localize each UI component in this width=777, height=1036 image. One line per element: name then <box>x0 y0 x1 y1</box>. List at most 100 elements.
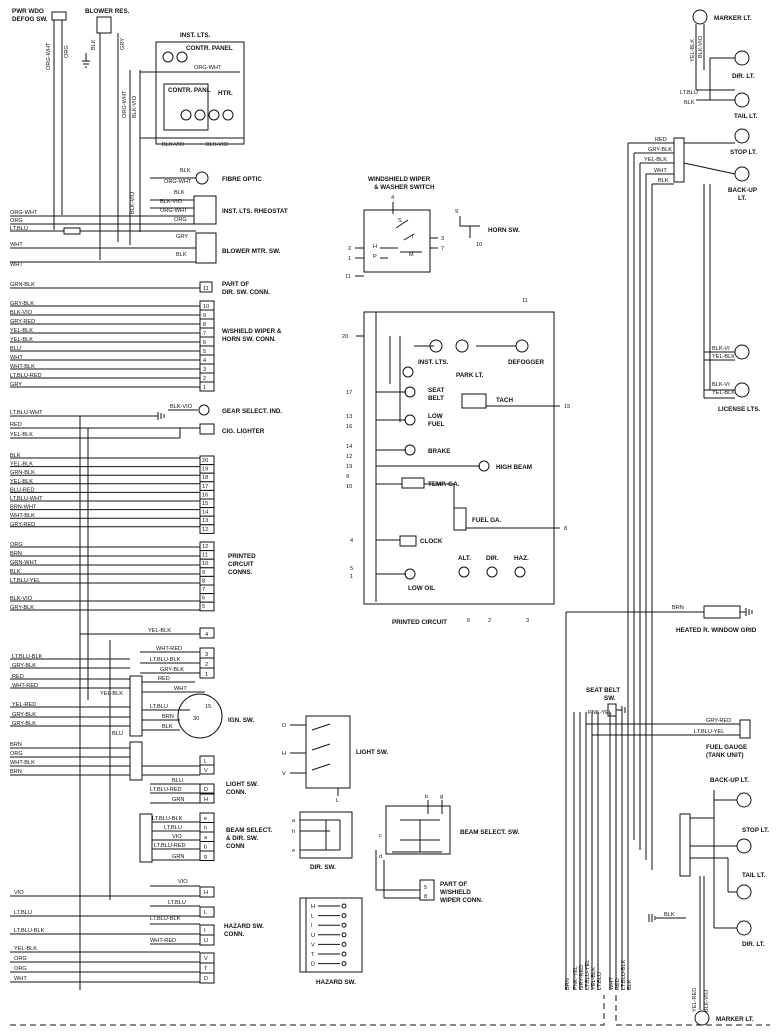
wiper-conn-label-2: W/SHIELD <box>440 889 471 896</box>
wire-label: BLK-VI <box>712 346 730 352</box>
pin-letter: L <box>311 914 314 920</box>
bulb-icon <box>194 109 206 121</box>
wire-label: BLK <box>91 39 97 50</box>
license-lt-bulb-icon <box>734 344 750 360</box>
inst-lts-pc-label: INST. LTS. <box>418 359 449 366</box>
wire-label: WHT-RED <box>156 646 182 652</box>
blower-res-label: BLOWER RES. <box>85 8 130 15</box>
pin-letter: H <box>204 797 208 803</box>
wire-label: LT.BLU-RED <box>154 843 186 849</box>
wire-label: LT.BLU-BLK <box>150 916 181 922</box>
wire-label: LT.BLU-BLK <box>12 654 43 660</box>
beam-select-sw-label: BEAM SELECT. SW. <box>460 829 520 836</box>
connector-top <box>673 137 685 183</box>
printed-circuit-section: 11 20 INST. LTS. DEFOGGER PARK LT. 17 SE… <box>342 298 570 626</box>
brake-bulb-icon <box>404 444 416 456</box>
cig-lighter-symbol <box>199 423 215 435</box>
dir-sw-conn-pin <box>199 281 213 293</box>
light-sw-box <box>305 715 351 789</box>
pin-label: D <box>282 723 286 729</box>
light-sw-label: LIGHT SW. <box>356 749 388 756</box>
svg-text:15: 15 <box>205 704 211 710</box>
wire-label: YEL-BLK <box>690 39 696 62</box>
svg-text:3: 3 <box>205 652 208 658</box>
wire-label: BRN <box>672 605 684 611</box>
connector-pin <box>199 924 215 936</box>
wire-label: LT.BLU-YEL <box>585 960 591 990</box>
wire-label: VIO <box>178 879 188 885</box>
wire-label: WHT-RED <box>150 938 176 944</box>
wire-label: BLK <box>180 168 191 174</box>
fuel-ga-symbol <box>453 507 467 531</box>
wire-label: BLK <box>664 912 675 918</box>
connector-pin <box>199 934 215 946</box>
wire-label: LT.BLU-RED <box>150 787 182 793</box>
pin-letter: V <box>311 942 315 948</box>
pin-letter: V <box>204 956 208 962</box>
bulb-icon <box>162 51 174 63</box>
dir-sw-label: DIR. SW. <box>310 864 336 871</box>
wire-label: YEL-BLK <box>10 479 33 485</box>
alt-bulb-icon <box>458 566 470 578</box>
wiper-switch-section: WINDSHIELD WIPER & WASHER SWITCH 4 S I H… <box>345 176 520 280</box>
svg-text:2: 2 <box>205 662 208 668</box>
pin-letter: I <box>311 923 313 929</box>
wire-label: WHT <box>14 976 27 982</box>
pin-label: V <box>282 771 286 777</box>
pc-conns-label-1: PRINTED <box>228 553 256 560</box>
wire-label: LT.BLU-RED <box>10 373 42 379</box>
wire-label: BRN <box>10 769 22 775</box>
wire-label: WHT-RED <box>12 683 38 689</box>
wire-label: PNK-YEL <box>588 710 612 716</box>
pin-number: 7 <box>202 587 205 593</box>
wire-label: WHT <box>174 686 187 692</box>
wire-label: LT.BLU <box>597 972 603 990</box>
wiper-conn-label-1: PART OF <box>440 881 467 888</box>
wire-label: BLU-RED <box>10 487 35 493</box>
backup-lt-bulb-icon <box>734 166 750 182</box>
wire-label: GRY-BLK <box>12 712 36 718</box>
wire-label: GRY <box>176 234 188 240</box>
wire-label: GRY <box>120 38 126 50</box>
pin-letter: U <box>204 938 208 944</box>
pin-number: 12 <box>202 544 208 550</box>
wire-label: ORG-WHT <box>194 65 222 71</box>
pin-number: 3 <box>203 367 206 373</box>
svg-text:4: 4 <box>205 632 208 638</box>
wire-label: WHT-BLK <box>10 364 35 370</box>
svg-text:10: 10 <box>346 484 352 490</box>
pin-label: P <box>373 254 377 260</box>
wire-label: BLK <box>627 979 633 990</box>
wire-label: WHT <box>10 242 23 248</box>
fibre-optic-label: FIBRE OPTIC <box>222 176 262 183</box>
top-left-section: PWR WDO DEFOG SW. ORG-WHT ORG BLOWER RES… <box>10 8 288 296</box>
haz-bulb-icon <box>514 566 526 578</box>
wire-label: BRN <box>10 742 22 748</box>
low-oil-bulb-icon <box>404 568 416 580</box>
center-switches-section: D H V L LIGHT SW. a h e DIR. SW. b g c d… <box>282 715 520 986</box>
wire-label: WHT <box>609 977 615 990</box>
wiper-horn-conn-label-1: W/SHIELD WIPER & <box>222 328 282 335</box>
rear-lights-top-section: MARKER LT. YEL-BLK BLK-VIO DIR. LT. TAIL… <box>628 9 760 413</box>
wiper-switch-label-2: & WASHER SWITCH <box>374 184 435 191</box>
wire-label: ORG-WHT <box>164 179 192 185</box>
svg-text:17: 17 <box>346 390 352 396</box>
wire-label: WHT-BLK <box>10 513 35 519</box>
wire-label: GRN <box>172 797 184 803</box>
svg-text:4: 4 <box>391 195 394 201</box>
wire-label: LT.BLU-WHT <box>10 410 43 416</box>
harness-boundary <box>10 995 770 1026</box>
stop-lt-bulb-icon <box>736 838 752 854</box>
stop-lt-bulb-icon <box>734 128 750 144</box>
pin-number: 16 <box>202 492 208 498</box>
blower-resistor-symbol <box>96 16 112 34</box>
wire-label: BRN <box>565 978 571 990</box>
hazard-sw-label: HAZARD SW. <box>316 979 356 986</box>
pin-number: 20 <box>202 458 208 464</box>
wire-label: BLK-VIO <box>704 989 710 1012</box>
svg-text:11: 11 <box>522 298 528 304</box>
marker-lt-top-label: MARKER LT. <box>714 15 752 22</box>
svg-text:13: 13 <box>346 414 352 420</box>
wire-label: GRY-RED <box>579 965 585 990</box>
svg-text:19: 19 <box>346 464 352 470</box>
